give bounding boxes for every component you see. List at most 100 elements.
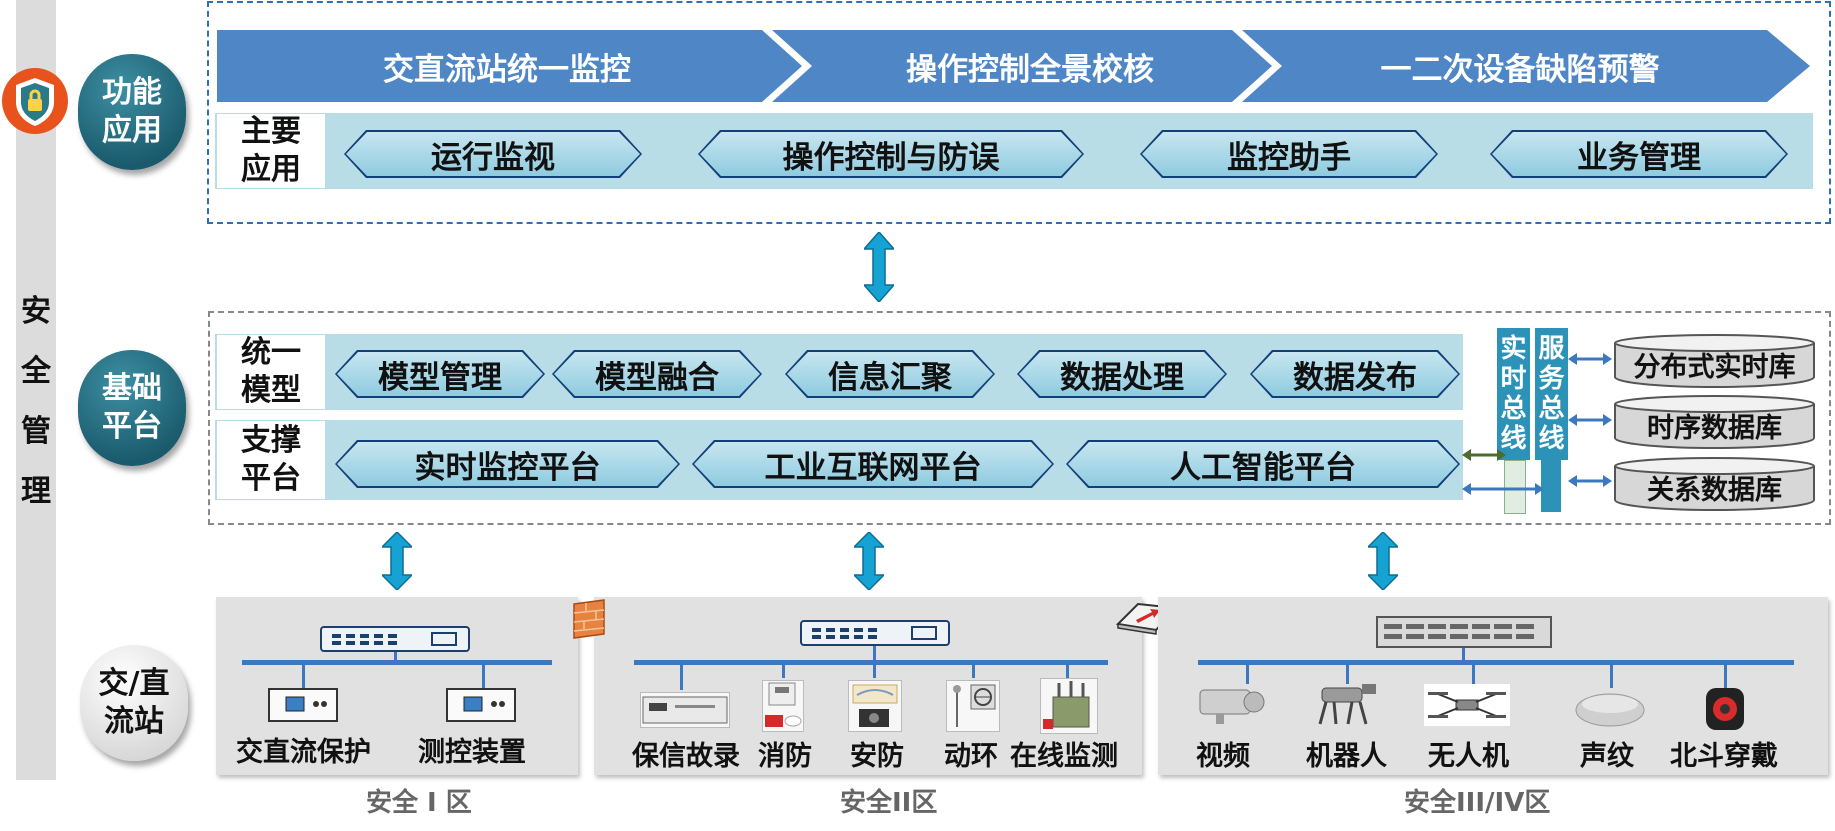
model-pill-4: 数据处理 — [1017, 350, 1227, 398]
chevron-unified-monitoring: 交直流站统一监控 — [383, 51, 631, 88]
zone-1-name: 安全 I 区 — [366, 788, 472, 818]
zone-2-name: 安全II区 — [840, 788, 938, 818]
support-pill-1: 实时监控平台 — [335, 440, 680, 488]
video-camera-icon — [1196, 684, 1268, 728]
connector-line — [1462, 648, 1465, 660]
connector-line — [394, 652, 397, 662]
device-label: 保信故录 — [632, 741, 740, 772]
model-pill-5: 数据发布 — [1250, 350, 1460, 398]
function-application-tag: 功能 应用 — [78, 54, 186, 170]
support-pill-3: 人工智能平台 — [1066, 440, 1460, 488]
zone-3-name: 安全III/IV区 — [1404, 788, 1551, 818]
support-label: 实时监控平台 — [337, 442, 678, 486]
transformer-monitor-icon — [1040, 678, 1098, 734]
station-tag: 交/直 流站 — [80, 645, 188, 761]
sec-char-3: 管 — [21, 414, 51, 449]
db-arrow-icon — [1568, 472, 1612, 490]
device-label: 视频 — [1196, 741, 1250, 772]
support-label: 工业互联网平台 — [694, 442, 1052, 486]
base-platform-frame — [208, 311, 1831, 525]
support-platform-label: 支撑 平台 — [217, 421, 325, 499]
model-pill-3: 信息汇聚 — [785, 350, 995, 398]
voiceprint-sensor-icon — [1572, 688, 1648, 728]
device-label: 动环 — [944, 741, 998, 772]
bus-arrow-icon — [1462, 446, 1506, 464]
db-arrow-icon — [1568, 411, 1612, 429]
fault-recorder-icon — [640, 692, 730, 728]
server-icon — [1376, 616, 1552, 648]
model-label: 信息汇聚 — [787, 352, 993, 396]
function-application-frame — [207, 1, 1831, 224]
device-label: 消防 — [758, 741, 812, 772]
app-pill-monitoring-assistant: 监控助手 — [1140, 130, 1438, 178]
fire-alarm-icon — [762, 680, 804, 732]
chevron-band — [217, 30, 1812, 102]
sec-char-4: 理 — [21, 474, 51, 509]
app-pill-operation-monitoring: 运行监视 — [344, 130, 642, 178]
chevron-defect-warning: 一二次设备缺陷预警 — [1380, 51, 1660, 88]
security-management-label: 安 全 管 理 — [16, 282, 56, 522]
realtime-bus-label: 实时总线 — [1500, 334, 1527, 454]
network-switch-icon — [320, 626, 470, 652]
service-bus: 服务总线 — [1535, 328, 1568, 460]
double-arrow-icon — [854, 532, 884, 590]
realtime-bus-tail — [1504, 460, 1526, 514]
app-label: 操作控制与防误 — [700, 132, 1082, 176]
device-label: 无人机 — [1428, 741, 1509, 772]
shield-lock-icon — [0, 66, 70, 136]
connector-line — [482, 664, 485, 688]
device-label: 交直流保护 — [236, 737, 371, 768]
drone-icon — [1424, 684, 1510, 726]
device-label: 北斗穿戴 — [1670, 741, 1778, 772]
security-camera-icon — [848, 680, 902, 732]
network-switch-icon — [800, 620, 950, 646]
connector-line — [680, 664, 683, 690]
model-label: 模型管理 — [337, 352, 543, 396]
app-pill-business-management: 业务管理 — [1490, 130, 1788, 178]
main-apps-label: 主要 应用 — [217, 114, 325, 188]
connector-line — [1610, 664, 1613, 688]
model-label: 数据处理 — [1019, 352, 1225, 396]
support-pill-2: 工业互联网平台 — [692, 440, 1054, 488]
database-cylinder-icon — [1612, 333, 1817, 389]
app-label: 监控助手 — [1142, 132, 1436, 176]
connector-line — [1346, 664, 1349, 684]
base-platform-tag: 基础 平台 — [78, 350, 186, 466]
chevron-operation-check: 操作控制全景校核 — [906, 51, 1154, 88]
zone-2-bus-line — [634, 660, 1108, 665]
connector-line — [1724, 664, 1727, 688]
connector-line — [1066, 664, 1069, 678]
zone-1-bus-line — [242, 660, 552, 665]
service-arrow-icon — [1462, 480, 1544, 498]
environment-monitor-icon — [946, 680, 1000, 732]
double-arrow-icon — [864, 232, 894, 302]
beidou-wearable-icon — [1696, 686, 1754, 732]
connector-line — [302, 664, 305, 688]
service-bus-label: 服务总线 — [1538, 334, 1565, 454]
database-cylinder-icon — [1612, 394, 1817, 450]
app-label: 运行监视 — [346, 132, 640, 176]
service-bus-tail — [1541, 460, 1561, 512]
unified-model-label: 统一 模型 — [217, 335, 325, 409]
connector-line — [972, 664, 975, 678]
sec-char-2: 全 — [21, 354, 51, 389]
device-label: 测控装置 — [418, 737, 526, 768]
device-label: 安防 — [850, 741, 904, 772]
database-cylinder-icon — [1612, 456, 1817, 512]
device-label: 在线监测 — [1010, 741, 1118, 772]
model-pill-1: 模型管理 — [335, 350, 545, 398]
connector-line — [873, 664, 876, 678]
device-label: 声纹 — [1580, 741, 1634, 772]
model-label: 数据发布 — [1252, 352, 1458, 396]
support-label: 人工智能平台 — [1068, 442, 1458, 486]
sec-char-1: 安 — [21, 294, 51, 329]
model-label: 模型融合 — [554, 352, 760, 396]
double-arrow-icon — [1368, 532, 1398, 590]
db-distributed-realtime: 分布式实时库 — [1633, 352, 1796, 383]
firewall-icon — [570, 598, 608, 640]
app-pill-operation-control: 操作控制与防误 — [698, 130, 1084, 178]
robot-dog-icon — [1308, 678, 1384, 728]
connector-line — [873, 646, 876, 660]
connector-line — [1472, 664, 1475, 684]
db-relational: 关系数据库 — [1647, 475, 1782, 506]
